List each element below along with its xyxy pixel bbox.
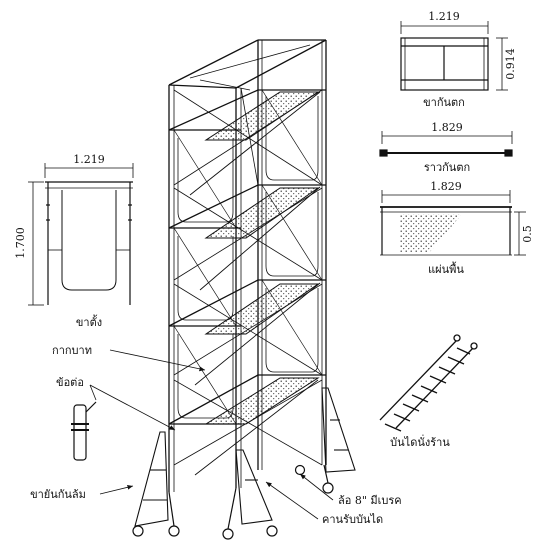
callout-cross-brace: กากบาท <box>52 344 92 357</box>
guard-rail-length: 1.829 <box>431 121 463 134</box>
callout-coupler: ข้อต่อ <box>56 376 84 389</box>
guard-rail-label: ราวกันตก <box>424 161 470 174</box>
end-frame-drawing <box>45 181 133 305</box>
callout-outrigger: ขายันกันล้ม <box>30 488 86 501</box>
coupler-drawing <box>71 401 97 461</box>
platform-width: 0.5 <box>521 225 534 243</box>
callout-caster: ล้อ 8" มีเบรค <box>338 494 402 507</box>
callout-stair-beam: คานรับบันได <box>322 513 383 526</box>
platform-drawing <box>380 206 512 256</box>
guard-frame-label: ขากันตก <box>423 96 465 109</box>
platform-length-dim <box>381 190 511 203</box>
guard-frame-width: 1.219 <box>428 10 460 23</box>
platform-width-dim <box>514 211 526 256</box>
end-frame-width-dim <box>44 163 134 178</box>
scaffold-tower <box>168 39 327 492</box>
guard-frame-width-dim <box>400 21 489 34</box>
guard-frame-height: 0.914 <box>504 48 517 80</box>
tower-platforms <box>204 91 320 425</box>
ladder-label: บันไดนั่งร้าน <box>390 434 450 449</box>
end-frame-height-dim <box>28 181 44 306</box>
guard-rail-drawing <box>379 149 513 157</box>
outrigger-legs <box>134 387 356 527</box>
platform-label: แผ่นพื้น <box>428 261 464 276</box>
guard-rail-length-dim <box>381 131 513 144</box>
end-frame-label: ขาตั้ง <box>76 314 102 329</box>
end-frame-width: 1.219 <box>73 153 105 166</box>
callout-leaders <box>89 349 334 520</box>
end-frame-height: 1.700 <box>14 227 27 259</box>
ladder-drawing <box>379 334 478 432</box>
guard-frame-height-dim <box>496 37 508 91</box>
caster-wheels <box>132 464 334 540</box>
guard-frame-drawing <box>400 37 489 91</box>
platform-length: 1.829 <box>430 180 462 193</box>
